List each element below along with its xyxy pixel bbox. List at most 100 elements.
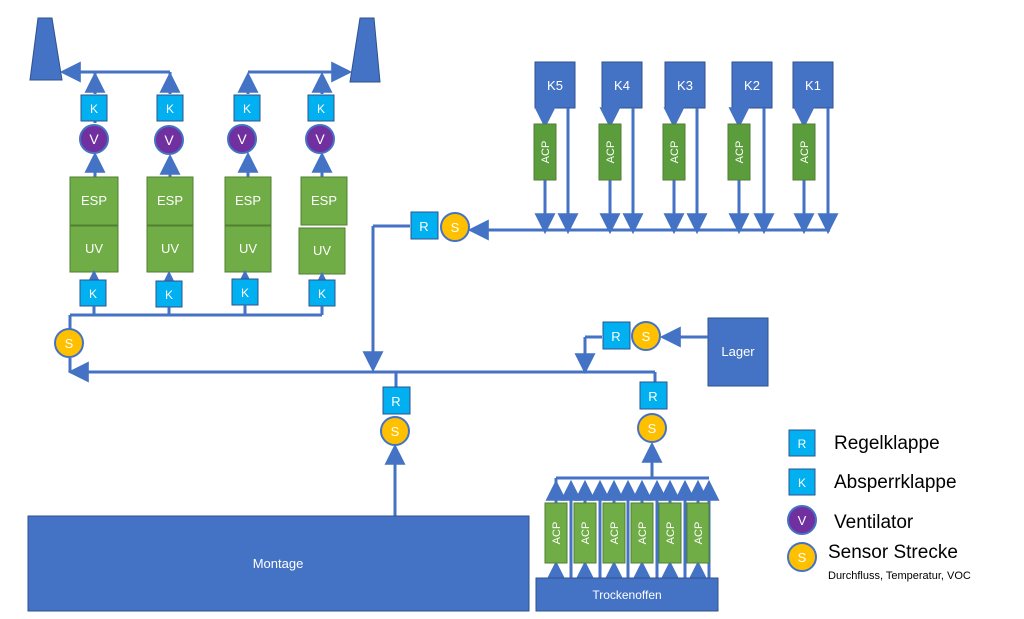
legend-absperrklappe-symbol	[788, 468, 816, 496]
regelklappe-box	[602, 321, 631, 350]
acp-unit	[602, 502, 626, 564]
kabine-sources: K5 K4 K3 K2 K1	[534, 61, 834, 109]
kabine-header-line	[362, 219, 830, 373]
esp-box	[146, 176, 194, 226]
esp-label: ESP	[157, 193, 183, 208]
k-label: K	[241, 286, 249, 300]
source-montage-box	[27, 515, 530, 612]
legend-sensor-sublabel: Durchfluss, Temperatur, VOC	[828, 570, 971, 582]
v-label: V	[89, 131, 99, 147]
main-header-arrow	[67, 361, 657, 387]
v-label: V	[164, 132, 174, 148]
source-k3-label: K3	[677, 78, 693, 93]
s-label: S	[648, 421, 657, 436]
regelklappe-box	[639, 381, 668, 410]
esp-label: ESP	[311, 193, 337, 208]
source-trockenoffen-label: Trockenoffen	[592, 588, 661, 602]
treatment-train-4: K V ESP UV K	[298, 94, 348, 307]
absperrklappe-box	[307, 94, 335, 122]
k-label: K	[318, 287, 326, 301]
uv-label: UV	[161, 241, 179, 256]
source-k4-box	[601, 61, 643, 109]
source-k2-box	[731, 61, 773, 109]
acp-label: ACP	[540, 141, 552, 164]
legend-regelklappe-label: Regelklappe	[834, 433, 940, 454]
esp-label: ESP	[81, 193, 107, 208]
k-label: K	[165, 288, 173, 302]
trockenoffen-acp-units: ACP ACP ACP ACP ACP ACP	[544, 441, 720, 582]
stack-icon-left	[29, 17, 63, 81]
sensor-icon	[631, 321, 661, 351]
legend-regelklappe-symbol	[788, 429, 816, 457]
esp-box	[69, 176, 119, 226]
kabine-acp-units: ACP ACP ACP ACP ACP	[533, 107, 839, 235]
absperrklappe-box	[79, 279, 107, 307]
legend-regelklappe-symbol-text: R	[798, 437, 807, 451]
source-k2-label: K2	[744, 78, 760, 93]
uv-label: UV	[313, 243, 331, 258]
source-lager-label: Lager	[721, 344, 755, 359]
legend-ventilator-label: Ventilator	[834, 512, 914, 533]
acp-unit	[573, 502, 597, 564]
uv-box	[69, 225, 119, 273]
acp-unit	[686, 502, 710, 564]
v-label: V	[315, 131, 325, 147]
acp-unit	[544, 502, 568, 564]
source-k5-box	[534, 61, 576, 109]
absperrklappe-box	[80, 94, 108, 122]
legend-sensor-label: Sensor Strecke	[828, 542, 958, 563]
s-label: S	[391, 424, 400, 439]
k-label: K	[317, 102, 325, 116]
acp-unit	[792, 123, 816, 181]
r-label: R	[648, 389, 657, 404]
acp-unit	[630, 502, 654, 564]
regelklappe-box	[410, 211, 439, 240]
ventilator-icon	[227, 124, 257, 154]
ventilator-icon	[154, 125, 184, 155]
ventilator-icon	[305, 124, 335, 154]
k-label: K	[89, 287, 97, 301]
treatment-train-3: K V ESP UV K	[224, 94, 272, 306]
legend-absperrklappe-symbol-text: K	[798, 476, 806, 490]
source-k1-label: K1	[805, 78, 821, 93]
train-inlet-header	[68, 305, 655, 374]
sensor-icon	[54, 328, 84, 358]
uv-label: UV	[85, 241, 103, 256]
source-trockenoffen-box	[535, 577, 719, 612]
s-label: S	[65, 336, 74, 351]
legend-sensor-icon	[787, 542, 817, 572]
acp-label: ACP	[609, 522, 621, 545]
acp-label: ACP	[799, 141, 811, 164]
legend-ventilator-icon	[787, 505, 817, 535]
r-label: R	[611, 329, 620, 344]
uv-label: UV	[239, 241, 257, 256]
source-k5-label: K5	[547, 78, 563, 93]
esp-box	[300, 176, 348, 226]
stack-icon-right	[349, 17, 381, 83]
uv-box	[298, 227, 346, 275]
legend: R Regelklappe K Absperrklappe V Ventilat…	[787, 429, 971, 582]
acp-label: ACP	[551, 522, 563, 545]
legend-absperrklappe-label: Absperrklappe	[834, 472, 957, 493]
esp-label: ESP	[235, 193, 261, 208]
acp-unit	[598, 123, 622, 181]
exhaust-lines	[59, 61, 353, 94]
k-label: K	[243, 102, 251, 116]
acp-label: ACP	[637, 522, 649, 545]
source-montage-label: Montage	[253, 556, 304, 571]
absperrklappe-box	[156, 94, 184, 122]
r-label: R	[419, 219, 428, 234]
k-label: K	[90, 102, 98, 116]
source-k1-box	[792, 61, 834, 109]
esp-box	[224, 176, 272, 226]
sensor-icon	[440, 212, 470, 242]
r-label: R	[391, 394, 400, 409]
s-label: S	[451, 220, 460, 235]
acp-unit	[727, 123, 751, 181]
k-label: K	[166, 102, 174, 116]
legend-ventilator-symbol-text: V	[798, 513, 807, 528]
treatment-train-1: K V ESP UV K	[69, 94, 119, 307]
acp-label: ACP	[665, 522, 677, 545]
lager-line	[574, 326, 708, 375]
